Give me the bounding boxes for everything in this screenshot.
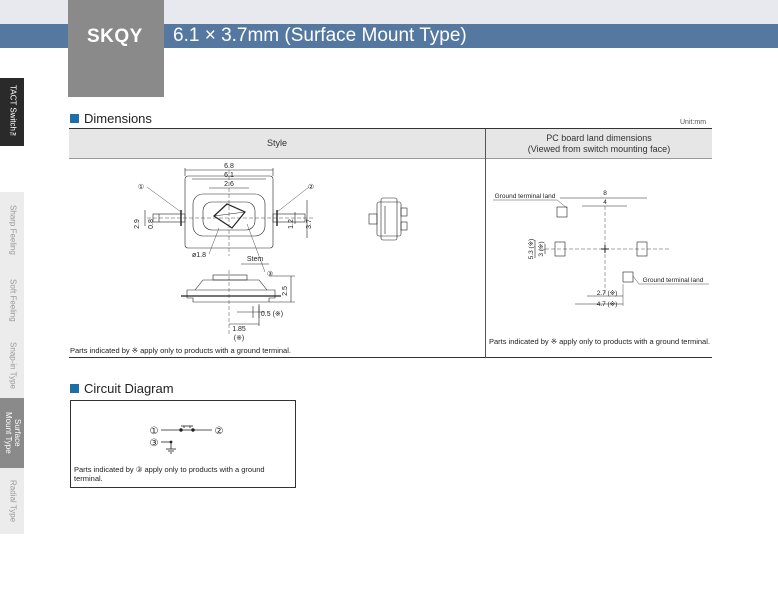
side-tab-label: Radial Type (8, 479, 18, 523)
ground-land-top-label: Ground terminal land (495, 193, 556, 200)
circuit-schematic: ① ② ③ (150, 425, 224, 454)
dim-2-6: 2.6 (224, 181, 234, 188)
dim-6-8: 6.8 (224, 163, 234, 170)
dim-4: 4 (603, 199, 607, 206)
side-tab-soft-feeling[interactable]: Soft Feeling (0, 268, 24, 332)
side-tab-label: Sharp Feeling (8, 205, 18, 255)
terminal-3-mark: ③ (267, 270, 273, 278)
dim-8: 8 (603, 190, 607, 197)
dim-6-1: 6.1 (224, 172, 234, 179)
dim-4-7: 4.7 (※) (597, 301, 618, 308)
side-tab-tact-switch[interactable]: TACT Switch™ (0, 78, 24, 146)
circuit-terminal-3: ③ (150, 438, 159, 449)
style-note: Parts indicated by ※ apply only to produ… (70, 346, 291, 355)
section-marker (70, 114, 79, 123)
pcb-note: Parts indicated by ※ apply only to produ… (489, 337, 710, 346)
pcb-dimension-text: Ground terminal land Ground terminal lan… (495, 190, 704, 308)
circuit-diagram-box: ① ② ③ Parts indicated by ③ apply only to… (70, 400, 296, 488)
section-marker (70, 384, 79, 393)
style-column-header: Style (69, 129, 485, 159)
pcb-land-diagram (539, 206, 669, 294)
dimension-drawings: 6.8 6.1 2.6 ① ② ③ ø1.8 Stem 2.9 0.8 1.2 … (134, 163, 709, 342)
side-tab-label: Soft Feeling (8, 278, 18, 322)
switch-side-view (368, 197, 408, 241)
front-dimension-text: 2.5 0.5 (※) 1.85 (※) (232, 286, 289, 342)
pcb-header-line2: (Viewed from switch mounting face) (527, 143, 671, 154)
model-code: SKQY (87, 26, 143, 47)
dim-5-3: 5.3 (※) (528, 239, 535, 260)
dim-2-7: 2.7 (※) (597, 290, 618, 297)
switch-front-view (181, 270, 281, 334)
dim-3-7: 3.7 (306, 219, 313, 229)
circuit-note: Parts indicated by ③ apply only to produ… (74, 465, 265, 483)
dim-1-85-note: (※) (234, 335, 245, 342)
column-divider (485, 129, 486, 358)
dim-2-9: 2.9 (134, 219, 141, 229)
side-tab-radial-type[interactable]: Radial Type (0, 468, 24, 534)
top-dimension-text: 6.8 6.1 2.6 ① ② ③ ø1.8 Stem 2.9 0.8 1.2 … (134, 163, 314, 278)
side-tab-surface-mount-type[interactable]: Surface Mount Type (0, 398, 24, 468)
dim-3: 3 (※) (538, 241, 545, 256)
dim-diameter: ø1.8 (192, 252, 206, 259)
dim-2-5: 2.5 (282, 286, 289, 296)
model-box (68, 0, 164, 97)
pcb-header-line1: PC board land dimensions (546, 132, 652, 143)
dim-1-2: 1.2 (288, 219, 295, 229)
front-dimension-lines (229, 275, 295, 326)
ground-land-bottom-label: Ground terminal land (643, 277, 704, 284)
dim-0-8: 0.8 (148, 219, 155, 229)
unit-label: Unit:mm (680, 119, 707, 126)
dimensions-heading-text: Dimensions (84, 111, 152, 126)
circuit-heading: Circuit Diagram (70, 381, 174, 396)
page-title: 6.1 × 3.7mm (Surface Mount Type) (173, 25, 467, 46)
dimensions-table: Style PC board land dimensions(Viewed fr… (69, 128, 712, 358)
side-tab-label: TACT Switch™ (8, 84, 18, 140)
switch-top-view (147, 170, 313, 256)
circuit-terminal-1: ① (150, 426, 159, 437)
side-tab-label: Surface Mount Type (4, 412, 22, 454)
stem-label: Stem (247, 256, 264, 263)
side-tab-sharp-feeling[interactable]: Sharp Feeling (0, 192, 24, 268)
terminal-2-mark: ② (308, 183, 314, 191)
circuit-terminal-2: ② (215, 426, 224, 437)
top-dimension-lines (144, 168, 310, 273)
circuit-heading-text: Circuit Diagram (84, 381, 174, 396)
dimensions-heading: Dimensions (70, 111, 152, 126)
pcb-column-header: PC board land dimensions(Viewed from swi… (486, 129, 712, 159)
pcb-dimension-lines (493, 197, 709, 306)
dim-0-5: 0.5 (※) (261, 311, 283, 318)
side-tab-label: Snap-in Type (8, 341, 18, 389)
terminal-1-mark: ① (138, 183, 144, 191)
dim-1-85: 1.85 (232, 326, 246, 333)
side-tab-snap-in-type[interactable]: Snap-in Type (0, 332, 24, 398)
